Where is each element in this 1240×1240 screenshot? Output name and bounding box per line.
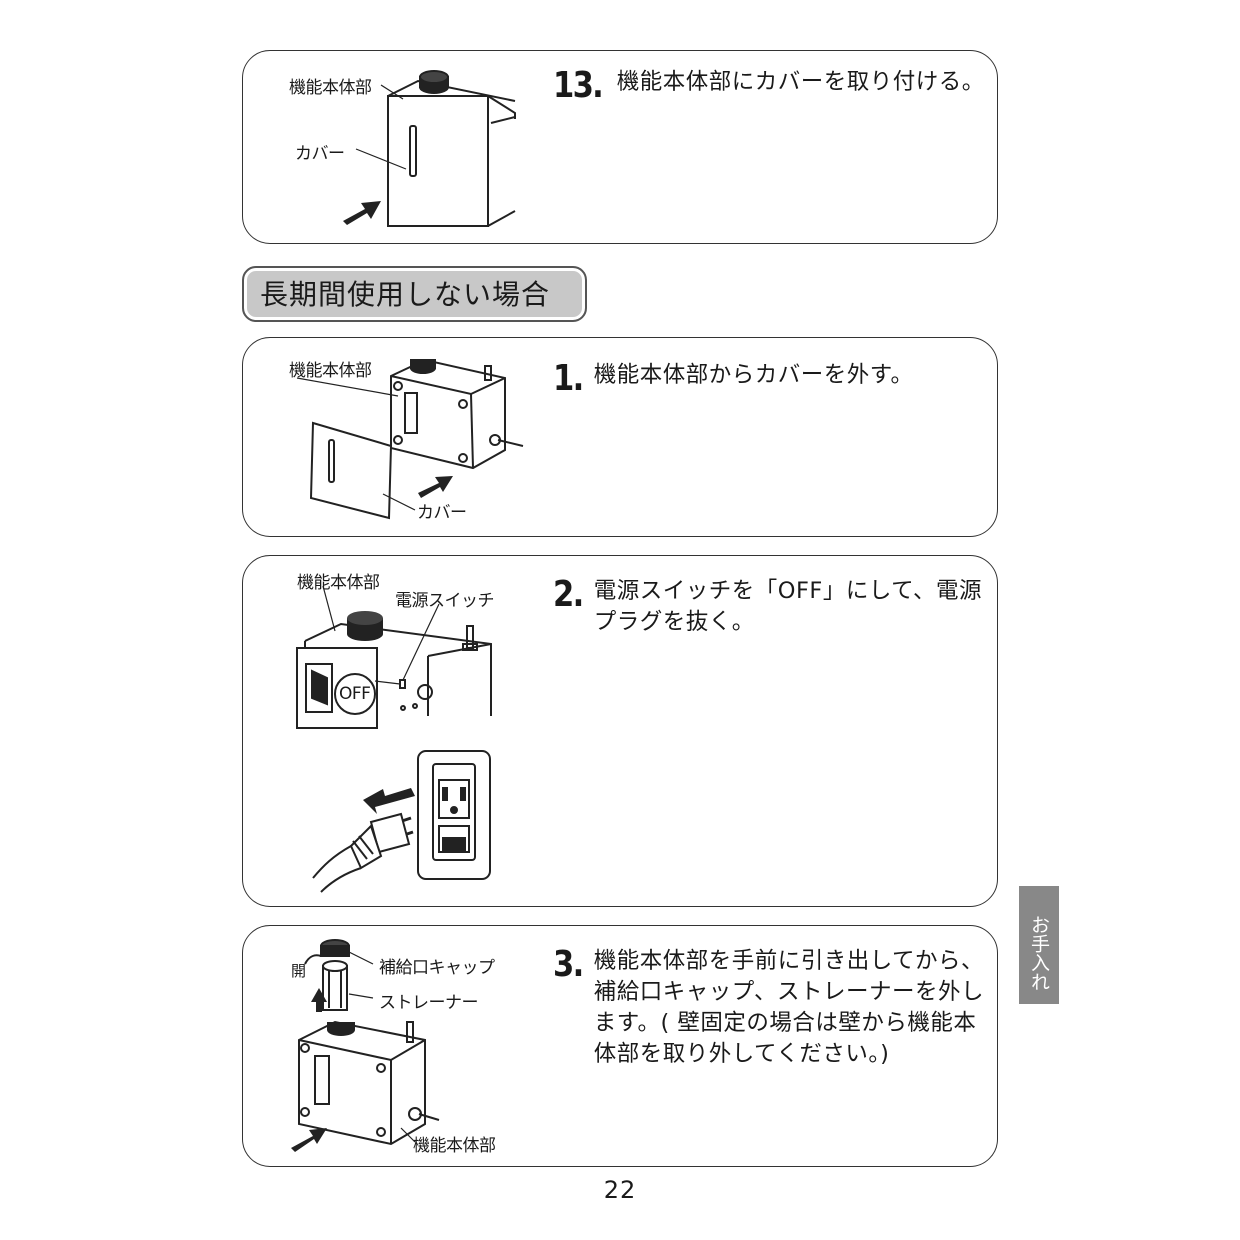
step-3-panel: 開 補給口キャップ ストレーナー 機能本体部 3. 機能本体部を手前に引き出して… [242, 925, 998, 1167]
step-3: 3. 機能本体部を手前に引き出してから、補給口キャップ、ストレーナーを外します。… [553, 946, 994, 1070]
section-side-tab: お手入れ [1019, 886, 1059, 1004]
section-title: 長期間使用しない場合 [242, 266, 587, 322]
cap-label: 補給口キャップ [379, 958, 495, 978]
power-switch-label: 電源スイッチ [395, 591, 495, 611]
open-label: 開 [291, 962, 306, 980]
step-text: 電源スイッチを「OFF」にして、電源プラグを抜く。 [593, 578, 983, 635]
main-unit-label: 機能本体部 [297, 573, 380, 593]
power-off-illustration [296, 585, 492, 893]
step-number: 3. [553, 944, 584, 985]
step-1: 1. 機能本体部からカバーを外す。 [553, 360, 994, 398]
step-13: 13. 機能本体部にカバーを取り付ける。 [553, 67, 1017, 105]
strainer-label: ストレーナー [379, 993, 479, 1013]
step-2-panel: 機能本体部 電源スイッチ OFF 2. 電源スイッチを「OFF」にして、電源プラ… [242, 555, 998, 907]
cover-remove-illustration [296, 358, 524, 520]
step-13-panel: 機能本体部 カバー 13. 機能本体部にカバーを取り付ける。 [242, 50, 998, 244]
cover-attach-illustration [343, 70, 516, 227]
step-number: 13. [553, 65, 604, 106]
step-number: 1. [553, 358, 584, 399]
page-number: 22 [603, 1176, 637, 1204]
step-2: 2. 電源スイッチを「OFF」にして、電源プラグを抜く。 [553, 576, 994, 638]
main-unit-label: 機能本体部 [289, 361, 372, 381]
cover-label: カバー [417, 503, 467, 523]
step-text: 機能本体部にカバーを取り付ける。 [616, 69, 985, 95]
main-unit-label: 機能本体部 [289, 78, 372, 98]
step-1-panel: 機能本体部 カバー 1. 機能本体部からカバーを外す。 [242, 337, 998, 537]
cover-label: カバー [295, 144, 345, 164]
main-unit-label: 機能本体部 [413, 1136, 496, 1156]
step-text: 機能本体部からカバーを外す。 [593, 362, 914, 388]
off-label: OFF [339, 684, 371, 704]
step-number: 2. [553, 574, 584, 615]
cap-strainer-removal-illustration [291, 939, 440, 1152]
step-text: 機能本体部を手前に引き出してから、補給口キャップ、ストレーナーを外します。( 壁… [593, 948, 985, 1067]
